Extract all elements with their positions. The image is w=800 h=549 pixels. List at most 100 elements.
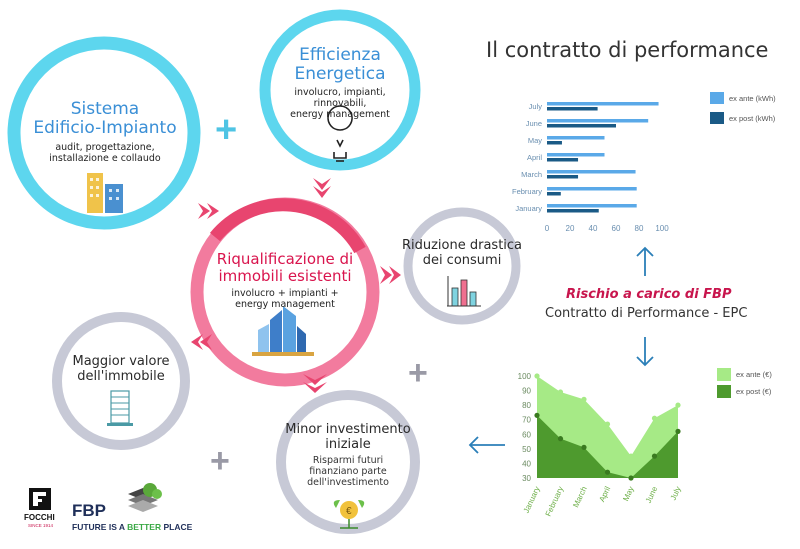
minor-title: Minor investimento bbox=[285, 422, 411, 437]
x-tick-label: 20 bbox=[566, 224, 575, 233]
chevron-arrow-icon bbox=[380, 266, 401, 284]
bar-ex-post bbox=[547, 192, 561, 196]
point-ex-post bbox=[534, 412, 540, 418]
maggior-title: Maggior valore bbox=[72, 354, 170, 369]
y-tick-label: February bbox=[512, 187, 542, 196]
svg-text:FUTURE IS A BETTER PLACE: FUTURE IS A BETTER PLACE bbox=[72, 522, 193, 532]
riduzione-title-2: dei consumi bbox=[422, 253, 502, 268]
y-tick-label: March bbox=[521, 170, 542, 179]
chevron-arrow-icon bbox=[191, 334, 212, 350]
plus-sign: + bbox=[408, 354, 428, 392]
y-tick-label: May bbox=[528, 136, 542, 145]
x-tick-label: February bbox=[544, 485, 566, 518]
point-ex-post bbox=[628, 475, 634, 481]
x-tick-label: 80 bbox=[635, 224, 644, 233]
legend-swatch bbox=[710, 92, 724, 104]
x-tick-label: April bbox=[597, 485, 612, 504]
point-ex-post bbox=[675, 428, 681, 434]
svg-text:FBP: FBP bbox=[72, 501, 106, 520]
legend-swatch bbox=[710, 112, 724, 124]
y-tick-label: July bbox=[529, 102, 543, 111]
point-ex-ante bbox=[557, 389, 564, 395]
bar-ex-post bbox=[547, 175, 579, 179]
legend-label: ex post (€) bbox=[736, 387, 772, 396]
bar-chart-icon bbox=[447, 276, 481, 307]
y-tick-label: 80 bbox=[522, 401, 531, 410]
fbp-logo: FBP FUTURE IS A BETTER PLACE bbox=[72, 483, 193, 532]
bar-ex-post bbox=[547, 158, 579, 162]
arrow-up-icon bbox=[636, 246, 654, 276]
y-tick-label: 60 bbox=[522, 430, 531, 439]
point-ex-ante bbox=[581, 396, 587, 402]
bar-ex-ante bbox=[547, 204, 637, 208]
bar-ex-post bbox=[547, 124, 616, 128]
minor-ring bbox=[276, 390, 420, 534]
sistema-ring bbox=[7, 36, 201, 230]
efficienza-label: Efficienza Energetica involucro, impiant… bbox=[280, 45, 400, 121]
efficienza-sub-2: rinnovabili, bbox=[313, 98, 367, 109]
sistema-sub-2: installazione e collaudo bbox=[49, 153, 161, 164]
bar-ex-post bbox=[547, 209, 599, 213]
maggior-label: Maggior valore dell'immobile bbox=[60, 354, 182, 384]
sistema-sub: audit, progettazione, bbox=[55, 142, 155, 153]
plus-sign: + bbox=[215, 109, 237, 151]
chevron-arrow-icon bbox=[198, 203, 219, 219]
point-ex-post bbox=[651, 453, 658, 459]
minor-label: Minor investimento iniziale Risparmi fut… bbox=[278, 422, 418, 488]
bar-ex-ante bbox=[547, 187, 637, 191]
legend-label: ex post (kWh) bbox=[729, 114, 776, 123]
building-icon bbox=[87, 173, 123, 213]
sistema-title: Sistema bbox=[70, 99, 140, 119]
x-tick-label: 60 bbox=[612, 224, 621, 233]
risk-subheading: Contratto di Performance - EPC bbox=[545, 306, 748, 321]
y-tick-label: 30 bbox=[522, 474, 531, 483]
svg-text:SINCE 1914: SINCE 1914 bbox=[28, 523, 54, 528]
svg-text:FOCCHI: FOCCHI bbox=[24, 513, 55, 522]
riqualificazione-title: Riqualificazione di bbox=[216, 250, 354, 268]
efficienza-sub: involucro, impianti, bbox=[294, 87, 386, 98]
point-ex-post bbox=[581, 444, 587, 450]
bar-ex-post bbox=[547, 107, 598, 111]
efficienza-title: Efficienza bbox=[299, 45, 381, 65]
y-tick-label: June bbox=[526, 119, 542, 128]
money-plant-icon: € bbox=[333, 500, 365, 529]
riduzione-label: Riduzione drastica dei consumi bbox=[400, 238, 524, 268]
y-tick-label: April bbox=[527, 153, 542, 162]
bar-ex-ante bbox=[547, 136, 605, 140]
chevron-arrow-icon bbox=[313, 178, 331, 198]
y-tick-label: January bbox=[515, 204, 542, 213]
riqualificazione-title-2: immobili esistenti bbox=[218, 267, 352, 285]
efficienza-sub-3: energy management bbox=[290, 109, 390, 120]
area-ex-post bbox=[537, 415, 678, 478]
riqualificazione-ring-accent bbox=[209, 198, 366, 254]
point-ex-ante bbox=[675, 402, 681, 408]
x-tick-label: 0 bbox=[545, 224, 550, 233]
riduzione-ring bbox=[403, 207, 521, 325]
efficienza-title-2: Energetica bbox=[294, 64, 386, 84]
point-ex-ante bbox=[604, 421, 611, 427]
x-tick-label: March bbox=[571, 485, 589, 509]
focchi-logo: FOCCHI SINCE 1914 bbox=[24, 488, 55, 528]
lightbulb-icon bbox=[327, 105, 353, 162]
plus-sign: + bbox=[210, 442, 230, 480]
legend-swatch bbox=[717, 368, 731, 381]
tower-icon bbox=[107, 390, 133, 426]
point-ex-post bbox=[557, 436, 564, 442]
bar-ex-post bbox=[547, 141, 562, 145]
y-tick-label: 40 bbox=[522, 459, 531, 468]
point-ex-ante bbox=[651, 415, 658, 421]
point-ex-ante bbox=[628, 453, 634, 459]
y-tick-label: 100 bbox=[518, 372, 532, 381]
fbp-emblem-icon bbox=[128, 483, 162, 512]
legend-label: ex ante (kWh) bbox=[729, 94, 776, 103]
page-title: Il contratto di performance bbox=[486, 38, 769, 62]
riqualificazione-label: Riqualificazione di immobili esistenti i… bbox=[205, 250, 365, 311]
bar-ex-ante bbox=[547, 170, 636, 174]
minor-sub-3: dell'investimento bbox=[307, 477, 389, 488]
y-tick-label: 90 bbox=[522, 387, 531, 396]
arrow-left-icon bbox=[468, 436, 505, 454]
x-tick-label: May bbox=[621, 485, 636, 503]
legend-swatch bbox=[717, 385, 731, 398]
riqualificazione-sub-2: energy management bbox=[235, 299, 335, 310]
